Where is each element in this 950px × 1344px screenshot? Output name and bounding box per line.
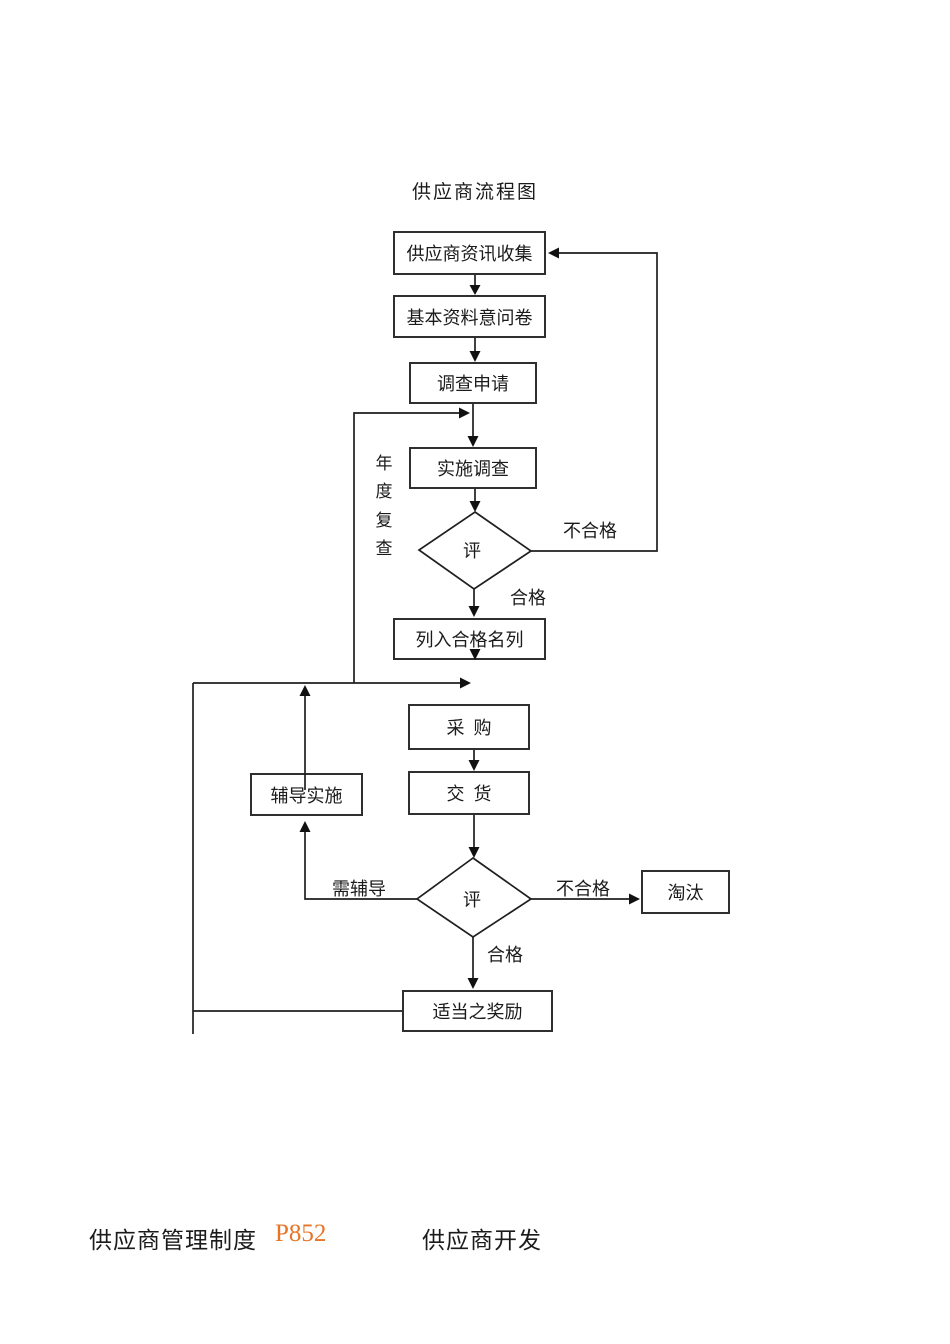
arrowhead-right-eliminate bbox=[629, 893, 640, 905]
box-supplier-info-collection: 供应商资讯收集 bbox=[393, 231, 546, 275]
box-investigation-application: 调查申请 bbox=[409, 362, 537, 404]
need-guidance-label: 需辅导 bbox=[332, 879, 386, 899]
annual-review-label: 年度复查 bbox=[375, 454, 393, 559]
box-qualified-list: 列入合格名列 bbox=[393, 618, 546, 660]
review2-label: 评 bbox=[463, 890, 481, 910]
arrowhead-up-1 bbox=[299, 685, 311, 696]
line-fail-loop-to-collect bbox=[531, 252, 658, 552]
arrowhead-right-annual bbox=[459, 407, 470, 419]
footer-document-name: 供应商管理制度 bbox=[89, 1228, 257, 1253]
page-title: 供应商流程图 bbox=[411, 182, 538, 203]
arrowhead-down-1 bbox=[469, 285, 481, 295]
arrowhead-down-3 bbox=[467, 436, 479, 447]
review1-label: 评 bbox=[463, 541, 481, 561]
footer-section-name: 供应商开发 bbox=[422, 1228, 542, 1253]
arrowhead-down-2 bbox=[469, 351, 481, 362]
box-basic-data-questionnaire: 基本资料意问卷 bbox=[393, 295, 546, 338]
page-footer: 供应商管理制度 P852 供应商开发 bbox=[0, 1218, 950, 1254]
footer-page-number: P852 bbox=[275, 1220, 327, 1247]
arrowhead-right-main bbox=[460, 677, 471, 689]
arrowhead-down-6 bbox=[468, 760, 480, 771]
box-purchase: 采 购 bbox=[408, 704, 530, 750]
box-eliminate: 淘汰 bbox=[641, 870, 730, 914]
pass-label-1: 合格 bbox=[510, 588, 546, 608]
arrowhead-down-7 bbox=[468, 847, 480, 858]
box-delivery: 交 货 bbox=[408, 771, 530, 815]
arrowhead-down-5 bbox=[468, 606, 480, 617]
box-conduct-investigation: 实施调查 bbox=[409, 447, 537, 489]
pass-label-2: 合格 bbox=[487, 945, 523, 965]
arrowhead-left-fail-loop bbox=[548, 247, 559, 259]
box-appropriate-reward: 适当之奖励 bbox=[402, 990, 553, 1032]
arrowhead-up-2 bbox=[299, 821, 311, 832]
fail-label-2: 不合格 bbox=[556, 879, 610, 899]
box-guidance-implementation: 辅导实施 bbox=[250, 773, 363, 816]
arrowhead-down-8 bbox=[467, 978, 479, 989]
fail-label-1: 不合格 bbox=[563, 521, 617, 541]
arrowhead-down-4 bbox=[469, 501, 481, 512]
